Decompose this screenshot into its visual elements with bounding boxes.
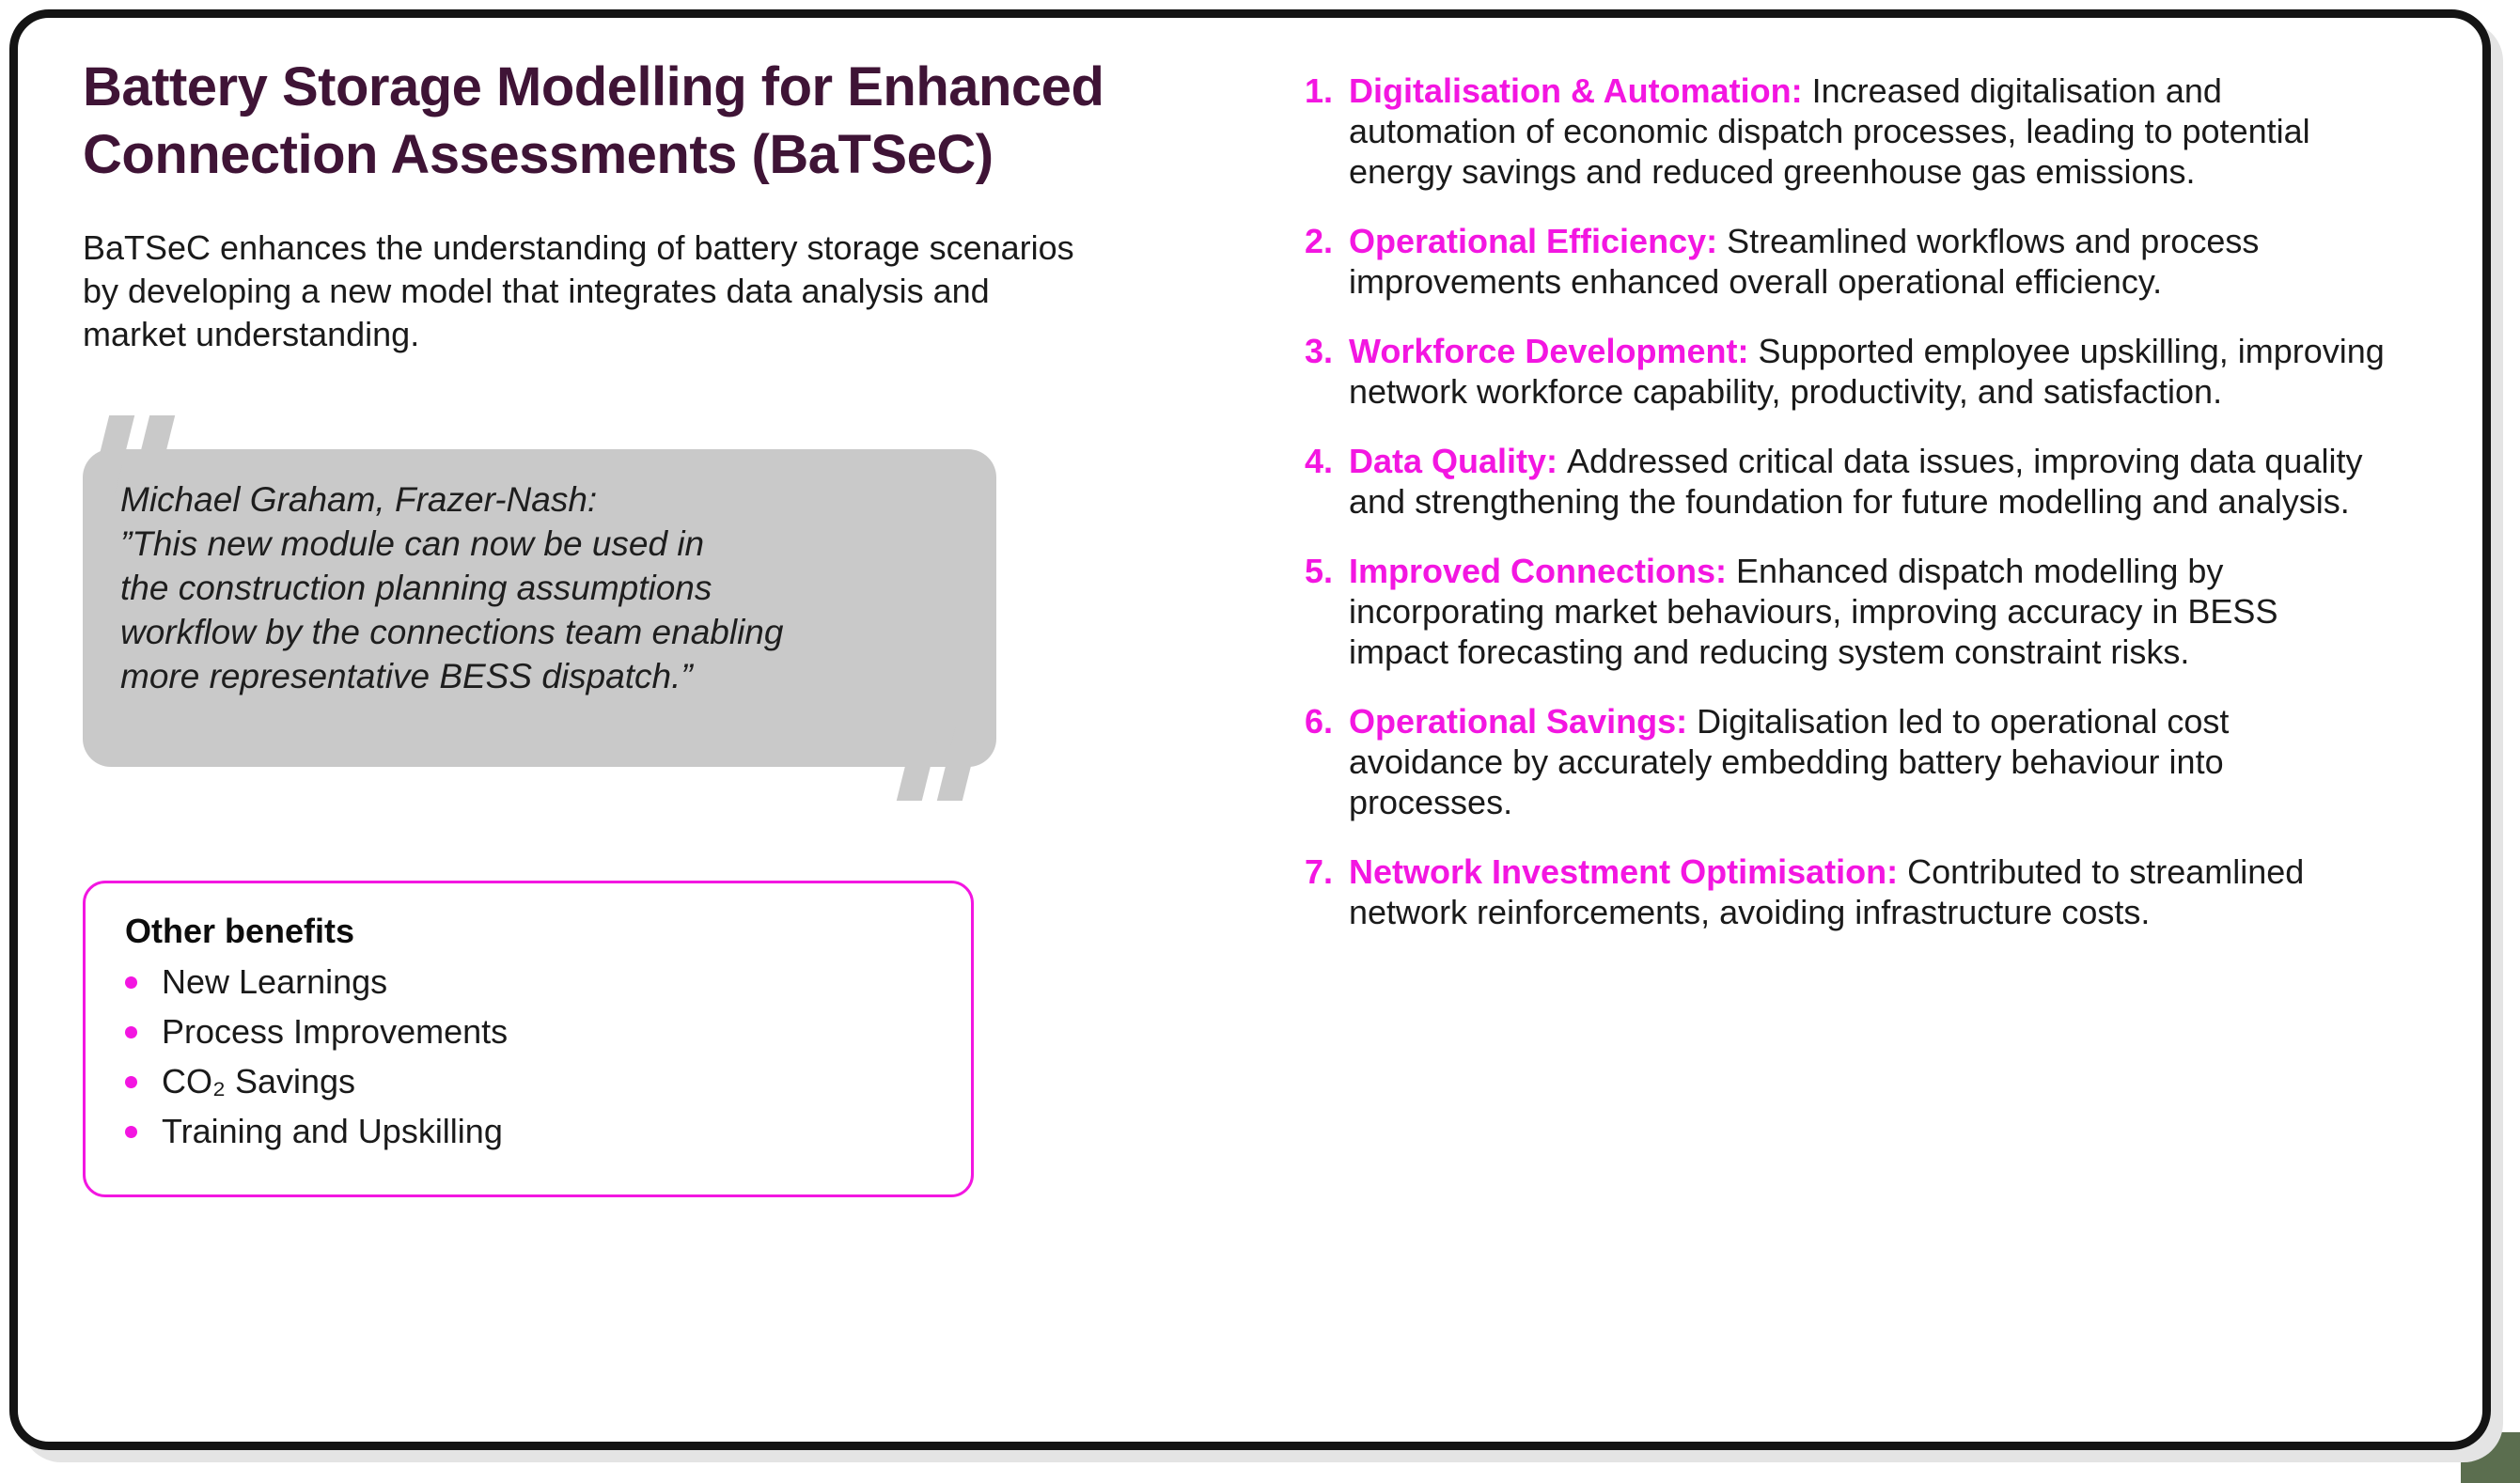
- impact-item-3: 3. Workforce Development:Supported emplo…: [1305, 331, 2470, 412]
- quote-content: Michael Graham, Frazer-Nash: ”This new m…: [120, 477, 947, 698]
- impact-text: Contributed to streamlined network reinf…: [1349, 852, 2305, 931]
- impact-text: Digitalisation led to operational cost a…: [1349, 702, 2230, 821]
- benefit-label: New Learnings: [162, 962, 388, 1001]
- impact-label: Digitalisation & Automation:: [1349, 71, 1803, 110]
- impact-number: 1.: [1305, 71, 1334, 110]
- impact-item-5: 5. Improved Connections:Enhanced dispatc…: [1305, 551, 2470, 672]
- benefit-label: Process Improvements: [162, 1012, 509, 1051]
- bullet-dot-icon: [125, 1125, 137, 1138]
- benefit-label: CO₂ Savings: [162, 1062, 356, 1101]
- impact-label: Data Quality:: [1349, 442, 1558, 480]
- impact-number: 3.: [1305, 332, 1334, 370]
- impact-item-2: 2. Operational Efficiency:Streamlined wo…: [1305, 221, 2470, 302]
- impact-item-7: 7. Network Investment Optimisation:Contr…: [1305, 851, 2470, 932]
- impact-item-4: 4. Data Quality:Addressed critical data …: [1305, 441, 2470, 522]
- intro-text: BaTSeC enhances the understanding of bat…: [83, 228, 1074, 354]
- quote-box: Michael Graham, Frazer-Nash: ”This new m…: [83, 415, 996, 801]
- impact-text: Supported employee upskilling, improving…: [1349, 332, 2385, 411]
- impact-item-6: 6. Operational Savings:Digitalisation le…: [1305, 701, 2470, 822]
- quote-attribution: Michael Graham, Frazer-Nash:: [120, 480, 598, 519]
- impact-text: Streamlined workflows and process improv…: [1349, 222, 2260, 301]
- bullet-dot-icon: [125, 1025, 137, 1038]
- close-quote-icon: [896, 724, 982, 801]
- benefits-heading: Other benefits: [125, 912, 355, 950]
- impact-item-1: 1. Digitalisation & Automation:Increased…: [1305, 70, 2470, 192]
- impact-label: Operational Savings:: [1349, 702, 1688, 741]
- impact-label: Workforce Development:: [1349, 332, 1749, 370]
- impact-text: Enhanced dispatch modelling by incorpora…: [1349, 552, 2278, 671]
- benefit-item-training-upskilling: Training and Upskilling: [125, 1113, 971, 1150]
- impact-label: Improved Connections:: [1349, 552, 1728, 590]
- benefit-item-co2-savings: CO₂ Savings: [125, 1063, 971, 1101]
- bullet-dot-icon: [125, 1075, 137, 1088]
- impact-label: Operational Efficiency:: [1349, 222, 1718, 260]
- impact-number: 4.: [1305, 442, 1334, 480]
- benefit-item-new-learnings: New Learnings: [125, 963, 971, 1001]
- impact-label: Network Investment Optimisation:: [1349, 852, 1899, 891]
- page-title: Battery Storage Modelling for Enhanced C…: [83, 56, 1104, 185]
- other-benefits-box: Other benefits New Learnings Process Imp…: [83, 881, 974, 1197]
- impact-number: 2.: [1305, 222, 1334, 260]
- impact-text: Addressed critical data issues, improvin…: [1349, 442, 2363, 521]
- impacts-list: 1. Digitalisation & Automation:Increased…: [1305, 70, 2470, 961]
- bullet-dot-icon: [125, 976, 137, 989]
- impact-number: 5.: [1305, 552, 1334, 590]
- benefit-label: Training and Upskilling: [162, 1112, 503, 1150]
- benefits-list: New Learnings Process Improvements CO₂ S…: [125, 963, 971, 1150]
- impact-number: 6.: [1305, 702, 1334, 741]
- quote-text: ”This new module can now be used in the …: [120, 524, 784, 695]
- impact-number: 7.: [1305, 852, 1334, 891]
- benefit-item-process-improvements: Process Improvements: [125, 1013, 971, 1051]
- case-study-card: Battery Storage Modelling for Enhanced C…: [9, 9, 2491, 1450]
- impact-text: Increased digitalisation and automation …: [1349, 71, 2310, 191]
